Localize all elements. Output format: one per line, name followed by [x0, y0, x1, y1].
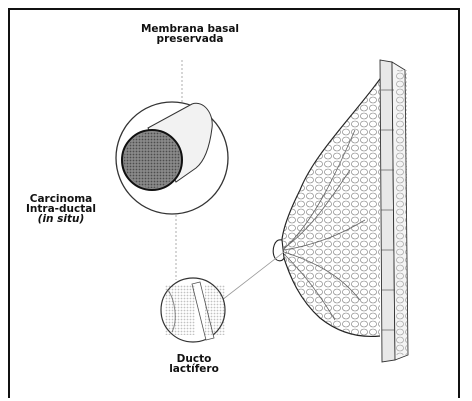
magnified-duct-view: [116, 102, 228, 214]
duct-cross-section-view: [161, 278, 225, 342]
basal-membrane-label: Membrana basal preservada: [140, 24, 240, 44]
breast-cross-section: [273, 60, 408, 362]
duct-line2: lactífero: [154, 364, 234, 374]
basal-membrane-line2: preservada: [140, 34, 240, 44]
carcinoma-label: Carcinoma Intra-ductal (in situ): [22, 194, 100, 224]
carcinoma-line3: (in situ): [22, 214, 100, 224]
duct-label: Ducto lactífero: [154, 354, 234, 374]
